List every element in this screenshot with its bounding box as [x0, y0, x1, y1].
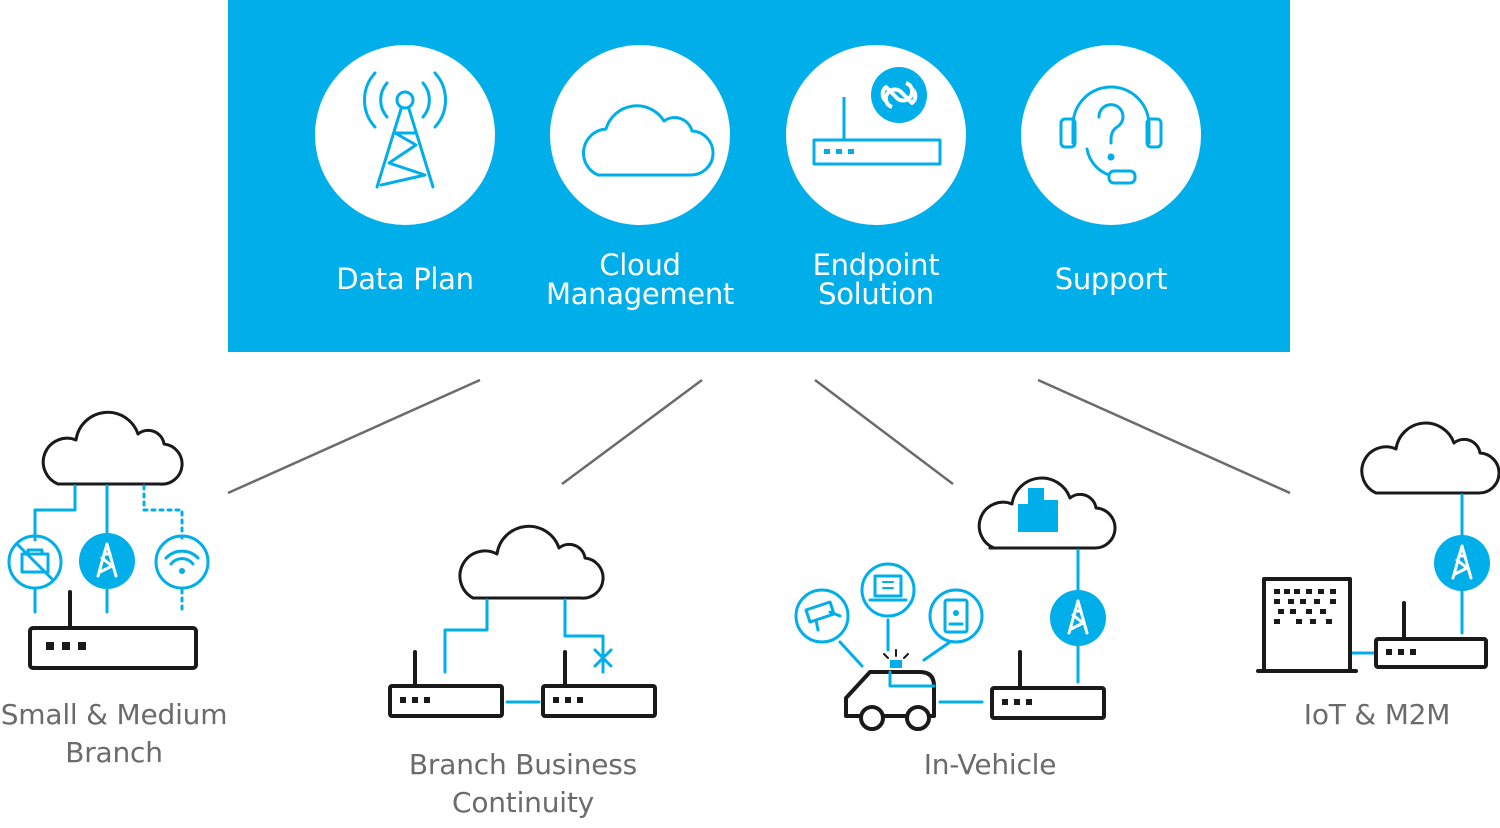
- headset-question-icon: [1021, 45, 1201, 225]
- cloud-icon: [41, 410, 184, 486]
- cell-tower-icon: [79, 533, 135, 589]
- scene-small-medium-branch: [0, 390, 230, 690]
- emergency-vehicle-icon: [844, 649, 936, 731]
- cell-tower-icon: [1050, 590, 1106, 646]
- wifi-icon: [154, 534, 210, 590]
- cell-tower-icon: [315, 45, 495, 225]
- connector-line: [227, 378, 481, 495]
- building-icon: [1018, 488, 1058, 532]
- scene-in-vehicle: [790, 450, 1120, 735]
- use-case-label: IoT & M2M: [1303, 698, 1451, 731]
- cloud-icon: [1360, 421, 1500, 495]
- use-case-label: Small & Medium Branch: [0, 698, 228, 769]
- router-icon: [388, 650, 504, 718]
- tablet-icon: [928, 588, 984, 644]
- cloud-icon: [977, 476, 1117, 550]
- vending-kiosk-icon: [1256, 577, 1358, 673]
- use-case-label: In-Vehicle: [923, 748, 1057, 781]
- connector-line: [814, 379, 954, 485]
- service-label: Data Plan: [336, 262, 474, 296]
- ethernet-port-icon: [7, 534, 63, 590]
- cell-tower-icon: [1434, 535, 1490, 591]
- security-camera-icon: [794, 588, 850, 644]
- cloud-icon: [458, 524, 605, 600]
- router-icon: [990, 650, 1106, 720]
- use-case-label: Branch Business Continuity: [408, 748, 638, 819]
- service-label: Endpoint Solution: [812, 248, 940, 311]
- scene-branch-business-continuity: [385, 510, 665, 725]
- router-icon: [541, 650, 657, 718]
- service-label: Support: [1054, 262, 1168, 296]
- x-mark-icon: [593, 648, 613, 668]
- connector-line: [1037, 378, 1291, 495]
- service-data-plan: Data Plan: [305, 45, 505, 325]
- service-endpoint-solution: Endpoint Solution: [776, 45, 976, 325]
- router-icon: [786, 45, 966, 225]
- scene-iot-m2m: [1250, 395, 1500, 685]
- connector-line: [561, 378, 703, 486]
- services-panel: Data Plan Cloud Management: [228, 0, 1290, 352]
- router-icon: [28, 590, 198, 670]
- cloud-icon: [550, 45, 730, 225]
- service-cloud-management: Cloud Management: [540, 45, 740, 325]
- laptop-document-icon: [860, 562, 916, 618]
- router-icon: [1374, 601, 1488, 669]
- service-support: Support: [1011, 45, 1211, 325]
- service-label: Cloud Management: [545, 248, 735, 311]
